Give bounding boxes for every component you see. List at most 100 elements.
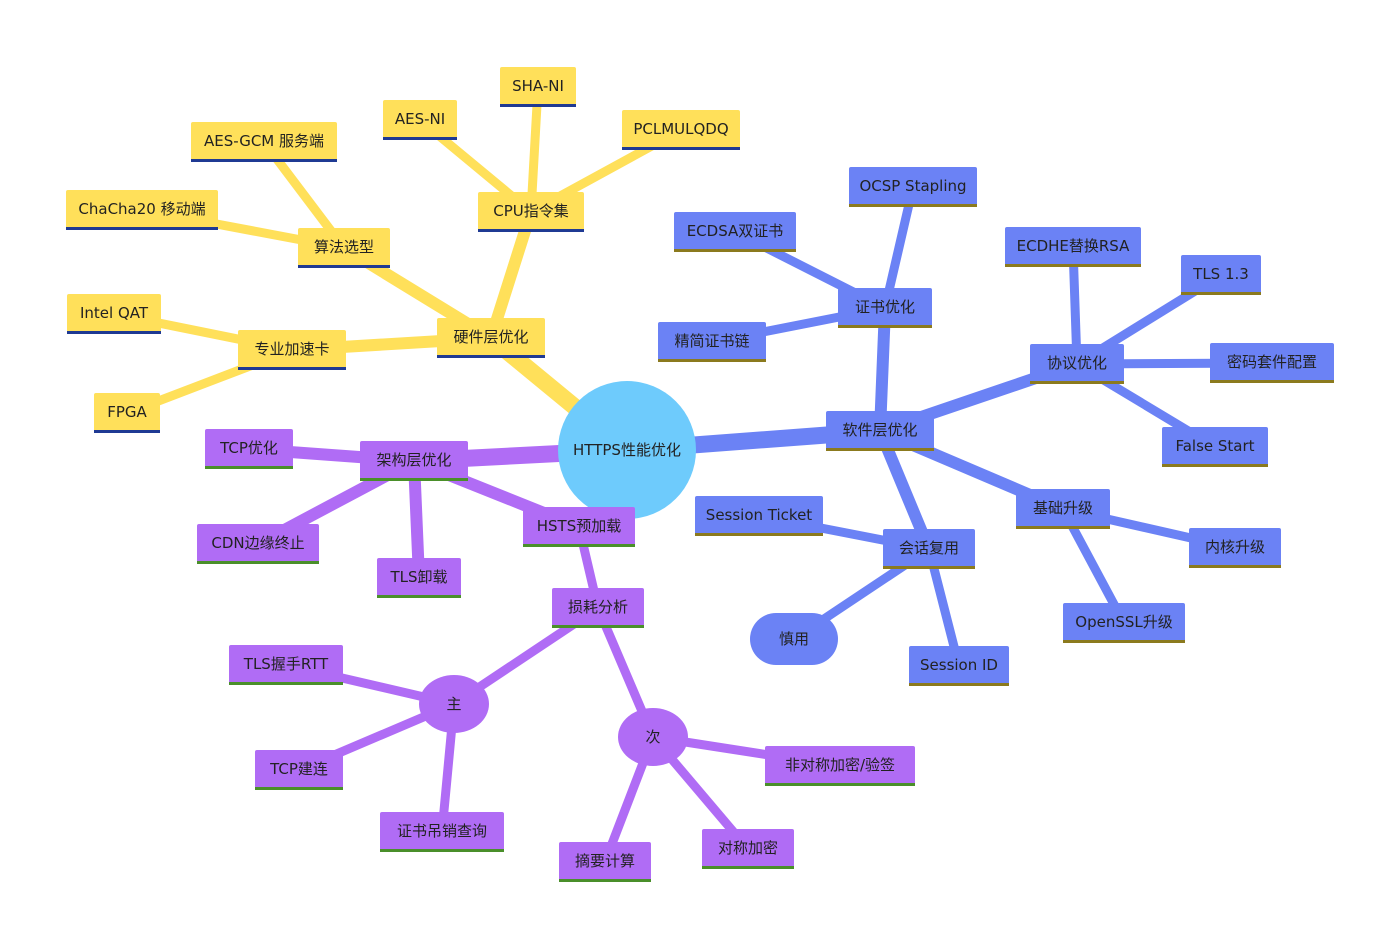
node-shape-root: [558, 381, 696, 519]
node-underline-tcpconn: [255, 787, 343, 790]
node-card[interactable]: 专业加速卡: [238, 330, 346, 370]
mindmap-nodes: HTTPS性能优化 硬件层优化 CPU指令集 AES-NI SHA-NI PCLMULQD…: [66, 67, 1334, 882]
node-sessid[interactable]: Session ID: [909, 646, 1009, 686]
node-cert[interactable]: 证书优化: [838, 288, 932, 328]
node-ecdhe[interactable]: ECDHE替换RSA: [1005, 227, 1141, 267]
edge-hw-cpu: [485, 206, 537, 344]
node-shape-digest: [559, 842, 651, 882]
node-label-aesni: AES-NI: [395, 110, 445, 128]
node-shape-tls13: [1181, 255, 1261, 295]
node-shape-aesgcm: [191, 122, 337, 162]
node-underline-ecdhe: [1005, 264, 1141, 267]
node-aesgcm[interactable]: AES-GCM 服务端: [191, 122, 337, 162]
node-cpu[interactable]: CPU指令集: [478, 192, 584, 232]
node-shape-pclmul: [622, 110, 740, 150]
node-tcp[interactable]: TCP优化: [205, 429, 293, 469]
node-algo[interactable]: 算法选型: [298, 228, 390, 268]
node-aesni[interactable]: AES-NI: [383, 100, 457, 140]
edge-cert-ocsp: [880, 182, 918, 313]
node-shani[interactable]: SHA-NI: [500, 67, 576, 107]
node-shape-asym: [765, 746, 915, 786]
node-fpga[interactable]: FPGA: [94, 393, 160, 433]
node-hw[interactable]: 硬件层优化: [437, 318, 545, 358]
node-label-tlsoff: TLS卸载: [389, 568, 447, 586]
node-minor[interactable]: 次: [618, 708, 688, 766]
node-digest[interactable]: 摘要计算: [559, 842, 651, 882]
node-underline-tcp: [205, 466, 293, 469]
node-shape-hw: [437, 318, 545, 358]
node-root[interactable]: HTTPS性能优化: [558, 381, 696, 519]
node-label-sw: 软件层优化: [842, 421, 917, 439]
node-label-tcpconn: TCP建连: [269, 760, 328, 778]
node-asym[interactable]: 非对称加密/验签: [765, 746, 915, 786]
node-shape-sw: [826, 411, 934, 451]
node-label-cpu: CPU指令集: [493, 202, 569, 220]
node-shape-ecdsa: [674, 212, 796, 252]
node-loss[interactable]: 损耗分析: [552, 588, 644, 628]
node-qat[interactable]: Intel QAT: [67, 294, 161, 334]
mindmap-edges: [109, 82, 1277, 867]
node-underline-kernel: [1189, 565, 1281, 568]
node-shape-openssl: [1063, 603, 1185, 643]
node-label-digest: 摘要计算: [575, 852, 635, 870]
node-label-aesgcm: AES-GCM 服务端: [204, 132, 324, 150]
node-underline-shani: [500, 104, 576, 107]
node-underline-loss: [552, 625, 644, 628]
node-shape-falsestart: [1162, 427, 1268, 467]
node-hsts[interactable]: HSTS预加载: [523, 507, 635, 547]
node-ticket[interactable]: Session Ticket: [695, 496, 823, 536]
node-label-openssl: OpenSSL升级: [1075, 613, 1172, 631]
edge-sw-cert: [874, 302, 891, 437]
node-tlsoff[interactable]: TLS卸载: [377, 558, 461, 598]
node-cdn[interactable]: CDN边缘终止: [197, 524, 319, 564]
node-shape-shani: [500, 67, 576, 107]
node-underline-fpga: [94, 430, 160, 433]
node-shape-session: [883, 529, 975, 569]
node-tcpconn[interactable]: TCP建连: [255, 750, 343, 790]
node-underline-qat: [67, 331, 161, 334]
node-tls13[interactable]: TLS 1.3: [1181, 255, 1261, 295]
node-ocsp[interactable]: OCSP Stapling: [849, 167, 977, 207]
node-underline-aesni: [383, 137, 457, 140]
node-sw[interactable]: 软件层优化: [826, 411, 934, 451]
node-label-ecdsa: ECDSA双证书: [687, 222, 784, 240]
node-main[interactable]: 主: [419, 675, 489, 733]
node-sym[interactable]: 对称加密: [702, 829, 794, 869]
node-chacha[interactable]: ChaCha20 移动端: [66, 190, 218, 230]
node-shape-ocsp: [849, 167, 977, 207]
node-session[interactable]: 会话复用: [883, 529, 975, 569]
node-careful[interactable]: 慎用: [750, 613, 838, 665]
node-label-loss: 损耗分析: [568, 598, 628, 616]
node-label-sessid: Session ID: [920, 656, 998, 674]
node-chain[interactable]: 精简证书链: [658, 322, 766, 362]
node-label-session: 会话复用: [899, 539, 959, 557]
node-shape-careful: [750, 613, 838, 665]
node-revoke[interactable]: 证书吊销查询: [380, 812, 504, 852]
node-shape-cdn: [197, 524, 319, 564]
node-underline-revoke: [380, 849, 504, 852]
node-underline-proto: [1030, 381, 1124, 384]
node-arch[interactable]: 架构层优化: [360, 441, 468, 481]
node-base[interactable]: 基础升级: [1016, 489, 1110, 529]
node-shape-rtt: [229, 645, 343, 685]
node-shape-base: [1016, 489, 1110, 529]
node-openssl[interactable]: OpenSSL升级: [1063, 603, 1185, 643]
node-suite[interactable]: 密码套件配置: [1210, 343, 1334, 383]
node-label-proto: 协议优化: [1047, 354, 1107, 372]
node-pclmul[interactable]: PCLMULQDQ: [622, 110, 740, 150]
node-proto[interactable]: 协议优化: [1030, 344, 1124, 384]
node-underline-rtt: [229, 682, 343, 685]
node-label-hw: 硬件层优化: [453, 328, 528, 346]
node-falsestart[interactable]: False Start: [1162, 427, 1268, 467]
node-label-arch: 架构层优化: [376, 451, 451, 469]
node-shape-chacha: [66, 190, 218, 230]
node-ecdsa[interactable]: ECDSA双证书: [674, 212, 796, 252]
node-underline-hw: [437, 355, 545, 358]
node-label-chain: 精简证书链: [674, 332, 749, 350]
node-label-rtt: TLS握手RTT: [243, 655, 329, 673]
node-underline-card: [238, 367, 346, 370]
node-kernel[interactable]: 内核升级: [1189, 528, 1281, 568]
node-underline-ticket: [695, 533, 823, 536]
node-rtt[interactable]: TLS握手RTT: [229, 645, 343, 685]
